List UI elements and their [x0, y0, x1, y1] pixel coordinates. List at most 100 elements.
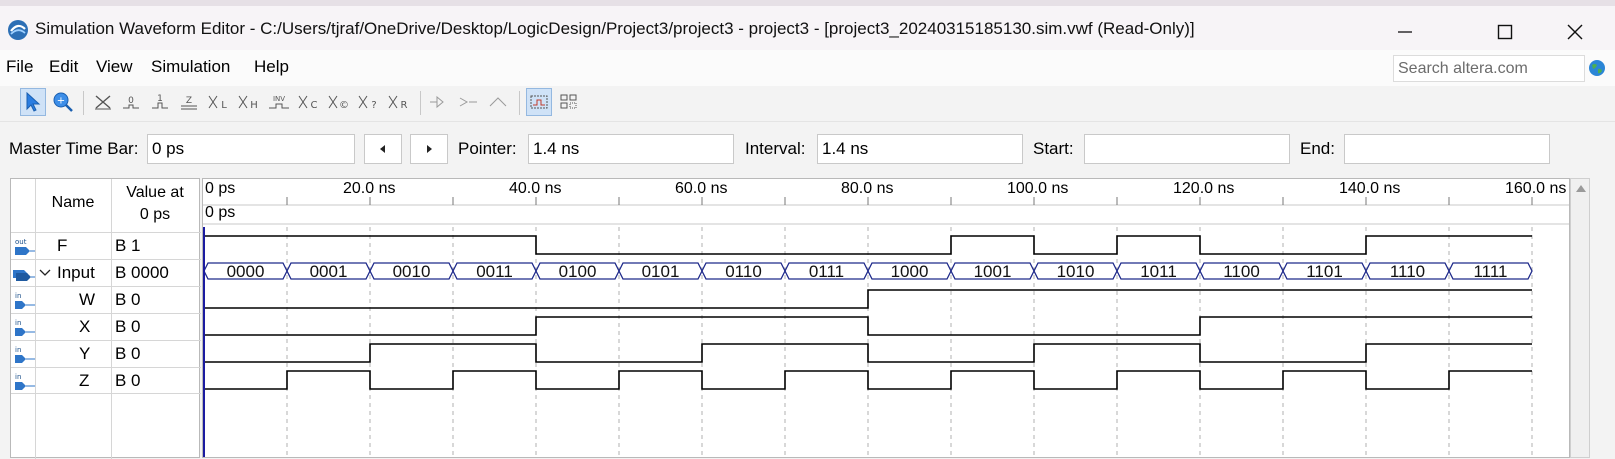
- time-label: 80.0 ns: [841, 180, 893, 197]
- input-pin-icon: in: [15, 346, 35, 363]
- clock-icon: ©: [328, 95, 349, 111]
- start-field[interactable]: [1084, 134, 1290, 164]
- ungroup-icon: [459, 97, 477, 107]
- weak-high-button[interactable]: H: [236, 88, 262, 116]
- time-label: 100.0 ns: [1007, 180, 1068, 197]
- count-value-icon: C: [298, 95, 318, 111]
- start-label: Start:: [1033, 139, 1074, 158]
- svg-text:in: in: [15, 373, 21, 381]
- forcing-unknown-button[interactable]: [90, 88, 116, 116]
- signal-row-x[interactable]: in X B 0: [11, 313, 201, 340]
- bus-value-label: 1101: [1306, 262, 1343, 281]
- sort-button[interactable]: [556, 88, 582, 116]
- signal-row-input[interactable]: Input B 0000: [11, 259, 201, 286]
- signal-value: B 0: [115, 344, 141, 363]
- group-button[interactable]: [426, 88, 452, 116]
- bus-value-label: 0001: [310, 262, 348, 281]
- pointer-field[interactable]: 1.4 ns: [528, 134, 734, 164]
- signal-waveform: [204, 289, 1532, 309]
- close-button[interactable]: [1550, 12, 1600, 52]
- random-value-button[interactable]: R: [386, 88, 412, 116]
- count-value-button[interactable]: C: [296, 88, 322, 116]
- value-column-header-line2[interactable]: 0 ps: [139, 206, 171, 223]
- bus-value-label: 0000: [227, 262, 265, 281]
- close-icon: [1567, 24, 1583, 40]
- signal-row-f[interactable]: out F B 1: [11, 232, 201, 259]
- svg-text:in: in: [15, 346, 21, 354]
- bus-value-label: 1011: [1140, 262, 1177, 281]
- toolbar-separator: [83, 91, 84, 115]
- grid-lines: [286, 227, 1533, 457]
- svg-text:out: out: [15, 238, 27, 246]
- master-time-bar-field[interactable]: 0 ps: [147, 134, 355, 164]
- zoom-tool-button[interactable]: +: [50, 88, 76, 116]
- bus-value-label: 1100: [1223, 262, 1260, 281]
- high-impedance-button[interactable]: Z: [176, 88, 202, 116]
- maximize-button[interactable]: [1480, 12, 1530, 52]
- interval-label: Interval:: [745, 139, 806, 158]
- interval-field[interactable]: 1.4 ns: [817, 134, 1023, 164]
- forcing-high-icon: 1: [152, 94, 168, 109]
- signal-row-y[interactable]: in Y B 0: [11, 340, 201, 367]
- input-pin-icon: in: [15, 373, 35, 390]
- window-title: Simulation Waveform Editor - C:/Users/tj…: [35, 19, 1195, 38]
- signal-waveform: [204, 370, 1532, 390]
- minimize-button[interactable]: [1380, 12, 1430, 52]
- forcing-high-button[interactable]: 1: [147, 88, 173, 116]
- signal-list-panel: Name Value at 0 ps out F B 1 Input B 000…: [10, 178, 201, 459]
- menu-view[interactable]: View: [96, 57, 133, 76]
- arbitrary-value-button[interactable]: ?: [356, 88, 382, 116]
- snap-to-grid-button[interactable]: [526, 88, 552, 116]
- svg-text:INV: INV: [273, 95, 285, 103]
- forcing-low-button[interactable]: 0: [118, 88, 144, 116]
- selection-tool-button[interactable]: [20, 88, 46, 116]
- globe-icon[interactable]: [1588, 59, 1606, 77]
- signal-waveform: [204, 235, 1532, 255]
- svg-text:in: in: [15, 292, 21, 300]
- signal-row-w[interactable]: in W B 0: [11, 286, 201, 313]
- pointer-label: Pointer:: [458, 139, 517, 158]
- next-transition-button[interactable]: [410, 134, 448, 164]
- signal-waveform: [204, 343, 1532, 363]
- toolbar-separator: [519, 91, 520, 115]
- zoom-tool-icon: +: [53, 92, 73, 112]
- reverse-group-button[interactable]: [486, 88, 512, 116]
- random-value-icon: R: [388, 95, 408, 111]
- group-icon: [430, 95, 444, 109]
- chevron-down-icon[interactable]: [39, 269, 51, 277]
- name-column-header[interactable]: Name: [51, 194, 95, 211]
- bus-value-label: 0110: [725, 262, 762, 281]
- invert-icon: INV: [269, 95, 289, 109]
- ungroup-button[interactable]: [456, 88, 482, 116]
- master-time-bar-label-text: 0 ps: [205, 204, 235, 221]
- menu-help[interactable]: Help: [254, 57, 289, 76]
- menu-file[interactable]: File: [6, 57, 34, 76]
- menu-simulation[interactable]: Simulation: [151, 57, 231, 76]
- weak-low-button[interactable]: L: [206, 88, 232, 116]
- value-column-header-line1[interactable]: Value at: [126, 184, 184, 201]
- output-pin-icon: out: [15, 238, 35, 255]
- svg-text:0: 0: [128, 96, 134, 106]
- end-field[interactable]: [1344, 134, 1550, 164]
- clock-button[interactable]: ©: [326, 88, 352, 116]
- time-label: 120.0 ns: [1173, 180, 1234, 197]
- weak-high-icon: H: [238, 95, 258, 111]
- column-divider: [111, 179, 112, 459]
- bus-value-label: 0111: [809, 262, 844, 281]
- time-label: 20.0 ns: [343, 180, 395, 197]
- signal-row-z[interactable]: in Z B 0: [11, 367, 201, 394]
- svg-text:C: C: [311, 100, 318, 111]
- menu-bar: File Edit View Simulation Help: [0, 50, 1615, 86]
- vertical-scrollbar[interactable]: [1570, 178, 1590, 458]
- minimize-icon: [1398, 31, 1412, 33]
- signal-value: B 1: [115, 236, 141, 255]
- menu-edit[interactable]: Edit: [49, 57, 79, 76]
- invert-button[interactable]: INV: [266, 88, 292, 116]
- scroll-up-icon[interactable]: [1575, 183, 1587, 193]
- selection-tool-icon: [26, 92, 41, 112]
- previous-transition-button[interactable]: [364, 134, 402, 164]
- search-input[interactable]: Search altera.com: [1393, 55, 1585, 82]
